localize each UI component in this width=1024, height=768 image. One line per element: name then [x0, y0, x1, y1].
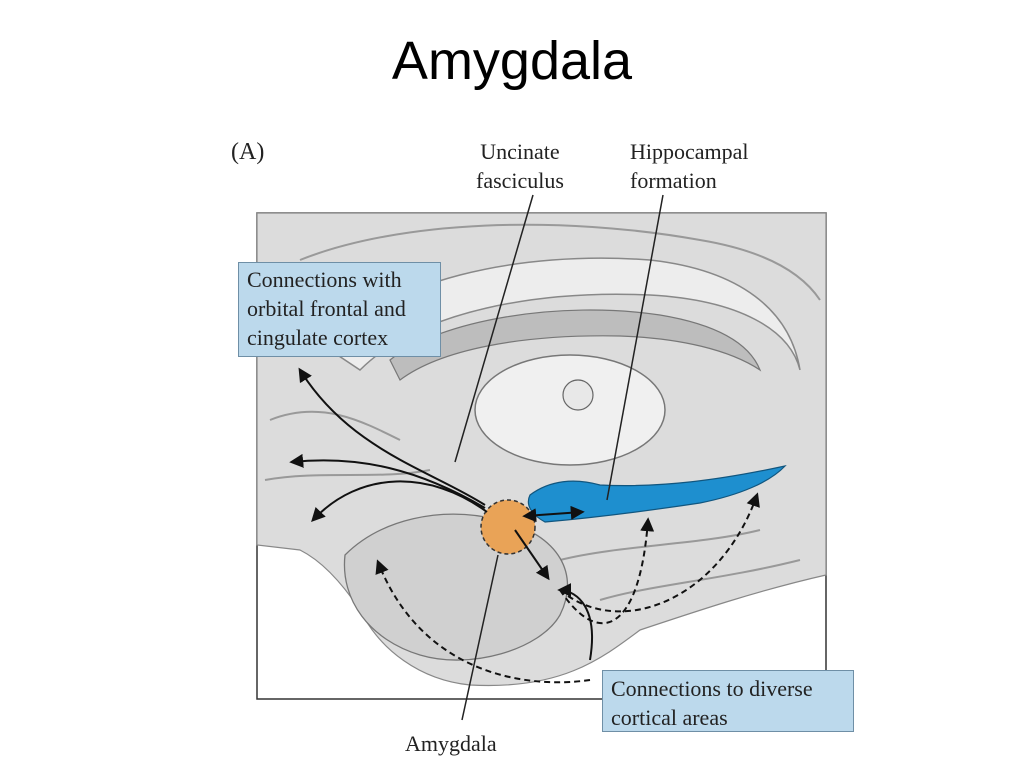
interthalamic-adhesion	[562, 379, 594, 411]
arrow-frontal-up	[298, 367, 486, 506]
arrow-from-cortex	[557, 583, 593, 661]
cortex-fold	[264, 469, 431, 481]
box-top-line2: orbital frontal and	[247, 296, 406, 321]
box-bottom-line1: Connections to diverse	[611, 676, 813, 701]
uncinate-line2: fasciculus	[476, 168, 564, 193]
slide-title: Amygdala	[391, 31, 633, 91]
box-top-line3: cingulate cortex	[247, 325, 389, 350]
arrow-frontal-low	[311, 480, 488, 523]
panel-letter: (A)	[231, 139, 265, 165]
arrow-amyg-down	[514, 529, 550, 581]
frontal-cingulate-connections-box: Connections with orbital frontal and cin…	[238, 262, 441, 357]
amygdala-pointer	[461, 554, 499, 721]
thalamus	[474, 354, 666, 466]
corpus-callosum	[389, 309, 762, 381]
arrow-hippocampus	[522, 505, 585, 523]
box-bottom-line2: cortical areas	[611, 705, 728, 730]
uncinate-pointer	[454, 194, 534, 463]
box-top-line1: Connections with	[247, 267, 402, 292]
hippocampal-line2: formation	[630, 168, 717, 193]
uncinate-fasciculus-label: Uncinate fasciculus	[476, 137, 564, 195]
hippocampal-line1: Hippocampal	[630, 139, 749, 164]
cortical-connections-box: Connections to diverse cortical areas	[602, 670, 854, 732]
cingulate-gyrus	[328, 257, 801, 371]
cortex-fold	[299, 223, 821, 301]
uncinate-line1: Uncinate	[480, 139, 560, 164]
hippocampal-pointer	[606, 194, 664, 501]
hippocampal-formation-label: Hippocampal formation	[630, 137, 749, 195]
amygdala-label: Amygdala	[405, 731, 497, 756]
cortex-fold	[269, 410, 401, 441]
arrow-to-cortex-2	[559, 492, 760, 613]
arrow-temporal-dashed	[375, 559, 591, 684]
cortex-fold	[599, 559, 801, 601]
arrow-to-cortex-1	[559, 517, 655, 625]
